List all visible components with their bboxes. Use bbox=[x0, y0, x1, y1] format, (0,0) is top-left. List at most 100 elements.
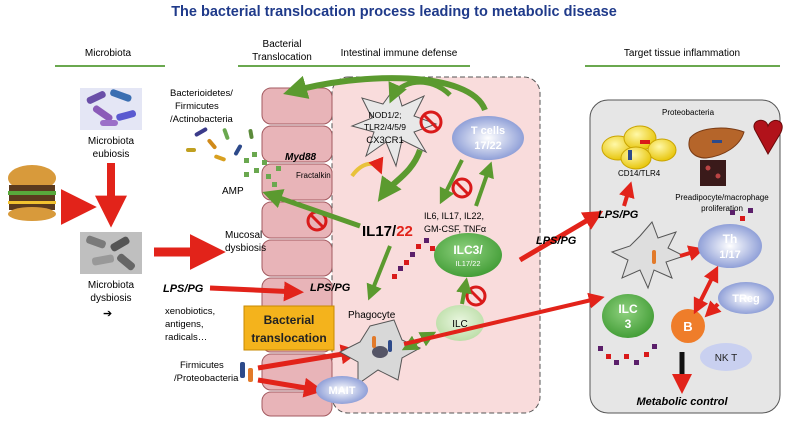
mucosal-dysbiosis-1: Mucosal bbox=[225, 230, 262, 241]
target-ilc3-label-1: ILC bbox=[618, 302, 638, 316]
ilc3-ellipse bbox=[434, 233, 502, 277]
ilc-label: ILC bbox=[452, 319, 468, 330]
eubiosis-label-2: eubiosis bbox=[93, 149, 130, 160]
eubiosis-image bbox=[80, 88, 142, 130]
heart-icon bbox=[753, 119, 783, 156]
target-ilc3-ellipse bbox=[602, 294, 654, 338]
xenobiotics-2: antigens, bbox=[165, 319, 204, 330]
preadipocyte-1: Preadipocyte/macrophage bbox=[675, 193, 769, 202]
bacteria-group-1c: /Actinobacteria bbox=[170, 114, 234, 125]
preadipocyte-2: proliferation bbox=[701, 204, 743, 213]
commensal-bacteria-icon bbox=[186, 127, 254, 162]
lps-pg-cross: LPS/PG bbox=[536, 235, 577, 247]
arrow-to-phagocyte bbox=[257, 344, 361, 371]
lps-particles-target bbox=[598, 208, 753, 365]
bacteria-group-1b: Firmicutes bbox=[175, 101, 219, 112]
bt-label-2: translocation bbox=[251, 331, 326, 345]
arrow-yellow-fractalkin bbox=[350, 156, 384, 178]
receptors-3: CX3CR1 bbox=[366, 135, 404, 146]
section-immune-defense: Intestinal immune defense bbox=[341, 48, 458, 59]
th-label-1: Th bbox=[723, 232, 738, 246]
receptors-1: NOD1/2; bbox=[368, 110, 401, 120]
myd88-label: Myd88 bbox=[285, 152, 317, 163]
section-bacterial-1: Bacterial bbox=[263, 39, 302, 50]
dendritic-cell-icon bbox=[350, 84, 438, 168]
pathobiont-bacteria-icon bbox=[240, 362, 253, 382]
lps-particles-center bbox=[392, 238, 435, 279]
arrow-green-il17-to-epithelium bbox=[262, 189, 361, 229]
il17-22: 22 bbox=[396, 223, 413, 240]
arrow-lps-to-target bbox=[518, 210, 604, 263]
mait-ellipse bbox=[316, 376, 368, 404]
th-ellipse bbox=[698, 224, 762, 268]
liver-bacteria bbox=[712, 140, 722, 143]
ilc3-label-1: ILC3/ bbox=[453, 243, 483, 257]
th-label-2: 1/17 bbox=[719, 249, 740, 261]
fractalkin-label: Fractalkin bbox=[296, 171, 331, 180]
lps-pg-left: LPS/PG bbox=[163, 283, 204, 295]
tissue-dot-2 bbox=[715, 173, 721, 179]
burger-icon bbox=[8, 165, 56, 221]
bacteria-group-1a: Bacterioidetes/ bbox=[170, 88, 233, 99]
dysbiosis-arrow-symbol: ➔ bbox=[103, 308, 112, 320]
liver-icon bbox=[688, 127, 745, 159]
section-bacterial-2: Translocation bbox=[252, 52, 312, 63]
firmicutes-2: /Proteobacteria bbox=[174, 373, 239, 384]
treg-ellipse bbox=[718, 282, 774, 314]
inhibit-icon-4 bbox=[465, 285, 487, 307]
dysbiosis-label-2: dysbiosis bbox=[90, 293, 131, 304]
arrow-phagocyte-to-target bbox=[403, 292, 605, 346]
arrow-lps-to-epithelium bbox=[209, 281, 304, 302]
mucosal-dysbiosis-2: dysbiosis bbox=[225, 243, 266, 254]
tissue-section-image bbox=[700, 160, 726, 186]
inhibit-icon-1 bbox=[419, 110, 443, 134]
arrow-dc-to-th bbox=[679, 245, 705, 261]
amp-squares bbox=[244, 152, 281, 187]
treg-label: TReg bbox=[732, 293, 760, 305]
il17-prefix: IL17/ bbox=[362, 223, 397, 240]
arrow-target-to-adipocyte bbox=[619, 181, 635, 207]
metabolic-control-label: Metabolic control bbox=[636, 396, 728, 408]
cytokines-2: GM-CSF, TNFα bbox=[424, 224, 486, 234]
arrow-to-mait bbox=[257, 377, 324, 398]
tcells-ellipse bbox=[452, 116, 524, 160]
section-target-tissue: Target tissue inflammation bbox=[624, 48, 740, 59]
arrow-green-ilc3-to-tcells bbox=[474, 161, 494, 207]
lps-pg-mid: LPS/PG bbox=[310, 282, 351, 294]
cd14-label: CD14/TLR4 bbox=[618, 169, 661, 178]
arrow-green-loop-right bbox=[388, 79, 452, 104]
amp-label: AMP bbox=[222, 186, 244, 197]
dysbiosis-label-1: Microbiota bbox=[88, 280, 135, 291]
mait-label: MAIT bbox=[329, 385, 356, 397]
lps-pg-target: LPS/PG bbox=[598, 209, 639, 221]
target-ilc3-label-2: 3 bbox=[625, 317, 632, 331]
nkt-label: NK T bbox=[715, 353, 738, 364]
dysbiosis-image bbox=[80, 232, 142, 274]
bt-label-1: Bacterial bbox=[264, 313, 315, 327]
firmicutes-1: Firmicutes bbox=[180, 360, 224, 371]
phagocyte-cell-icon bbox=[338, 319, 422, 385]
arrow-green-loop-top bbox=[283, 75, 488, 112]
ilc3-label-2: IL17/22 bbox=[455, 259, 480, 268]
figure-title: The bacterial translocation process lead… bbox=[171, 4, 617, 20]
section-microbiota: Microbiota bbox=[85, 48, 132, 59]
b-cell-label: B bbox=[683, 319, 692, 334]
arrow-green-tcells-to-cytokines bbox=[439, 159, 464, 205]
arrow-green-to-phagocyte bbox=[366, 245, 392, 301]
target-dendritic-cell-icon bbox=[610, 221, 686, 290]
receptors-2: TLR2/4/5/9 bbox=[364, 122, 406, 132]
xenobiotics-3: radicals… bbox=[165, 332, 207, 343]
b-cell-circle bbox=[671, 309, 705, 343]
bacterial-translocation-box bbox=[243, 305, 335, 351]
adipocytes-icon bbox=[601, 125, 677, 170]
arrow-green-ilc-to-ilc3 bbox=[456, 277, 472, 305]
tcells-label-2: 17/22 bbox=[474, 140, 502, 152]
arrow-b-to-th bbox=[693, 265, 719, 315]
proteobacteria-label: Proteobacteria bbox=[662, 108, 715, 117]
arrow-green-down-left bbox=[377, 148, 423, 202]
arrow-treg-to-b bbox=[704, 300, 722, 318]
phagocyte-label: Phagocyte bbox=[348, 310, 396, 321]
eubiosis-label-1: Microbiota bbox=[88, 136, 135, 147]
tissue-dot-1 bbox=[705, 165, 711, 171]
